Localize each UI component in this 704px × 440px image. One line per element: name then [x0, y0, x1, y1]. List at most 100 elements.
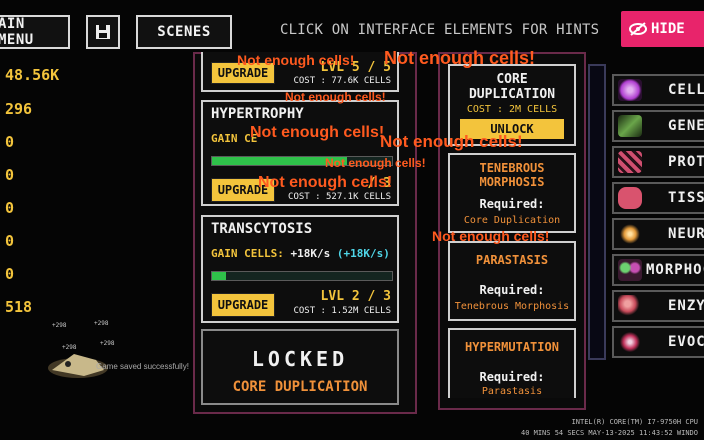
error-popup: Not enough cells! — [325, 156, 426, 170]
core-title-2: DUPLICATION — [468, 87, 556, 102]
sidebar-label: EVOCYT — [668, 334, 704, 350]
progress-fill — [212, 157, 347, 165]
core-cost: COST : 2M CELLS — [466, 104, 558, 115]
stat-evocytes: 518 — [5, 298, 33, 316]
error-popup: Not enough cells! — [258, 174, 393, 191]
gain-text: GAIN CELLS: +18K/s (+18K/s) — [211, 247, 390, 260]
stat-tissues: 0 — [5, 166, 15, 184]
enzyme-icon — [618, 295, 642, 317]
error-popup: Not enough cells! — [250, 124, 385, 141]
upgrade-button[interactable]: UPGRADE — [211, 293, 275, 317]
protein-icon — [618, 151, 642, 173]
error-popup: Not enough cells! — [380, 132, 523, 151]
mutation-title: PARASTASIS — [475, 253, 549, 267]
mutation-title-2: MORPHOSIS — [479, 175, 545, 189]
tissue-icon — [618, 187, 642, 209]
sidebar-label: NEURO — [668, 226, 704, 242]
eye-off-icon — [629, 22, 647, 36]
upgrade-card-top: UPGRADE LVL 5 / 5 COST : 77.6K CELLS — [201, 52, 399, 92]
sidebar-item-tissues[interactable]: TISSU — [612, 182, 704, 214]
floating-gain: +298 — [94, 320, 109, 327]
game-saved-toast: Game saved successfully! — [96, 362, 189, 371]
evocyte-icon — [618, 331, 642, 353]
sidebar-label: GENE — [668, 118, 704, 134]
error-popup: Not enough cells! — [432, 228, 550, 244]
hint-text: CLICK ON INTERFACE ELEMENTS FOR HINTS — [280, 22, 600, 38]
scenes-button[interactable]: SCENES — [136, 15, 232, 49]
stat-genes: 296 — [5, 100, 33, 118]
mutation-requirement: Parastasis — [481, 386, 543, 396]
scenes-label: SCENES — [157, 24, 211, 40]
level-text: LVL 5 / 5 — [320, 60, 391, 75]
sidebar-item-proteins[interactable]: PROTE — [612, 146, 704, 178]
floating-gain: +298 — [100, 340, 115, 347]
mutation-required: Required: — [479, 370, 545, 384]
sidebar-label: PROTE — [668, 154, 704, 170]
mutation-required: Required: — [479, 197, 545, 211]
locked-card: LOCKED CORE DUPLICATION — [201, 329, 399, 405]
mutations-scrollbar[interactable] — [588, 64, 606, 360]
cost-text: COST : 77.6K CELLS — [293, 76, 391, 86]
hide-button[interactable]: HIDE — [621, 11, 704, 47]
mutation-title: HYPERMUTATION — [465, 340, 559, 354]
unlock-button[interactable]: UNLOCK — [460, 119, 564, 139]
stat-cells: 48.56K — [5, 66, 60, 84]
stat-morpho: 0 — [5, 232, 15, 250]
sidebar-item-enzymes[interactable]: ENZYM — [612, 290, 704, 322]
main-menu-button[interactable]: AIN MENU — [0, 15, 70, 49]
main-menu-label: AIN MENU — [0, 16, 34, 48]
stat-neurons: 0 — [5, 199, 15, 217]
upgrade-button[interactable]: UPGRADE — [211, 178, 275, 202]
progress-fill — [212, 272, 227, 280]
mutation-card-parastasis: PARASTASIS Required: Tenebrous Morphosis — [448, 241, 576, 321]
save-button[interactable] — [86, 15, 120, 49]
level-text: LVL 2 / 3 — [320, 289, 391, 304]
progress-bar — [211, 156, 393, 166]
error-popup: Not enough cells! — [384, 48, 536, 68]
upgrade-label: UPGRADE — [217, 183, 269, 197]
sidebar-label: MORPHOC — [646, 262, 704, 278]
locked-name: CORE DUPLICATION — [232, 379, 368, 395]
upgrade-card-hypertrophy: HYPERTROPHY GAIN CE UPGRADE / 3 COST : 5… — [201, 100, 399, 206]
sidebar-label: TISSU — [668, 190, 704, 206]
morpho-icon — [618, 259, 642, 281]
upgrade-card-transcytosis: TRANSCYTOSIS GAIN CELLS: +18K/s (+18K/s)… — [201, 215, 399, 323]
stat-proteins: 0 — [5, 133, 15, 151]
hide-label: HIDE — [651, 21, 685, 37]
floating-gain: +298 — [52, 322, 67, 329]
floppy-icon — [96, 25, 110, 39]
sidebar-item-cells[interactable]: CELL — [612, 74, 704, 106]
sidebar-item-morpho[interactable]: MORPHOC — [612, 254, 704, 286]
core-duplication-card: CORE DUPLICATION COST : 2M CELLS UNLOCK — [448, 64, 576, 146]
sidebar-label: CELL — [668, 82, 704, 98]
floating-gain: +298 — [62, 344, 77, 351]
mutation-requirement: Tenebrous Morphosis — [454, 301, 570, 312]
upgrade-title: TRANSCYTOSIS — [211, 221, 313, 237]
sidebar-item-evocytes[interactable]: EVOCYT — [612, 326, 704, 358]
cpu-info: INTEL(R) CORE(TM) I7-9750H CPU — [571, 418, 698, 426]
sidebar-item-neurons[interactable]: NEURO — [612, 218, 704, 250]
creature-sprite[interactable] — [44, 340, 114, 380]
neuron-icon — [618, 223, 642, 245]
session-info: 40 MINS 54 SECS MAY-13-2025 11:43:52 WIN… — [520, 429, 698, 437]
upgrade-label: UPGRADE — [217, 298, 269, 312]
cost-text: COST : 1.52M CELLS — [293, 306, 391, 316]
error-popup: Not enough cells! — [285, 90, 386, 104]
cost-text: COST : 527.1K CELLS — [288, 192, 391, 202]
upgrade-label: UPGRADE — [217, 66, 269, 80]
sidebar-item-genes[interactable]: GENE — [612, 110, 704, 142]
error-popup: Not enough cells! — [237, 52, 355, 68]
mutation-title: TENEBROUS — [479, 161, 545, 175]
mutation-card-hypermutation: HYPERMUTATION Required: Parastasis — [448, 328, 576, 398]
stat-enzymes: 0 — [5, 265, 15, 283]
mutation-required: Required: — [479, 283, 545, 297]
upgrade-button[interactable]: UPGRADE — [211, 62, 275, 84]
gain-text: GAIN CE — [211, 132, 258, 145]
cell-icon — [618, 79, 642, 101]
unlock-label: UNLOCK — [490, 122, 534, 136]
locked-label: LOCKED — [251, 347, 349, 371]
core-title: CORE — [496, 72, 528, 87]
upgrade-title: HYPERTROPHY — [211, 106, 304, 122]
mutation-requirement: Core Duplication — [463, 215, 561, 226]
level-text: / 3 — [367, 176, 391, 191]
